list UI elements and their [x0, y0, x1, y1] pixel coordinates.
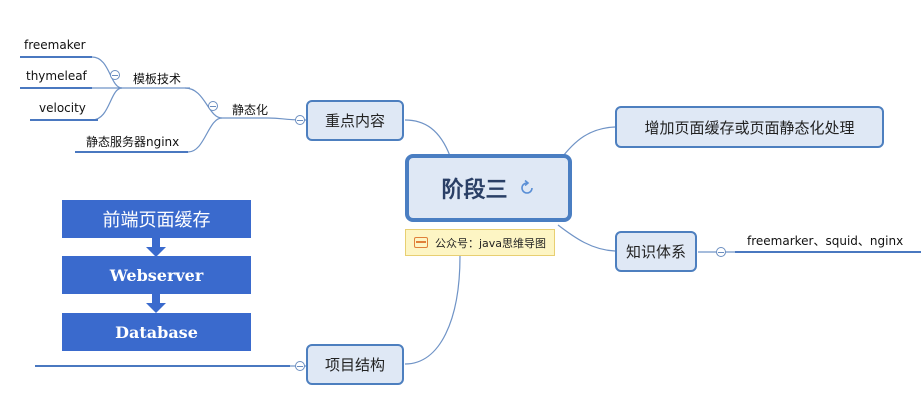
- root-title: 阶段三: [441, 178, 508, 203]
- root-node[interactable]: 阶段三: [405, 154, 572, 222]
- topic-key-content-label: 重点内容: [324, 112, 385, 130]
- leaf-static-server[interactable]: 静态服务器nginx: [86, 135, 180, 149]
- topic-knowledge[interactable]: 知识体系: [615, 231, 697, 272]
- stack-webserver: Webserver: [62, 256, 251, 294]
- leaf-thymeleaf[interactable]: thymeleaf: [26, 69, 87, 83]
- topic-knowledge-label: 知识体系: [625, 243, 686, 261]
- subtopic-static[interactable]: 静态化: [232, 103, 269, 117]
- topic-project-structure-label: 项目结构: [324, 356, 385, 374]
- stack-frontend-cache: 前端页面缓存: [62, 200, 251, 238]
- note-callout: 公众号：java思维导图: [405, 229, 555, 256]
- stack-database: Database: [62, 313, 251, 351]
- collapse-template-tech-toggle[interactable]: [110, 70, 120, 80]
- subtopic-template-tech[interactable]: 模板技术: [133, 72, 182, 86]
- arrow-down-icon: [146, 294, 166, 313]
- collapse-knowledge-toggle[interactable]: [716, 247, 726, 257]
- arrow-down-icon: [146, 238, 166, 257]
- topic-key-content[interactable]: 重点内容: [306, 100, 404, 141]
- collapse-static-toggle[interactable]: [208, 101, 218, 111]
- collapse-key-content-toggle[interactable]: [295, 115, 305, 125]
- topic-page-cache-label: 增加页面缓存或页面静态化处理: [644, 118, 855, 137]
- refresh-icon[interactable]: [518, 179, 536, 197]
- knowledge-detail: freemarker、squid、nginx: [747, 234, 904, 248]
- collapse-project-structure-toggle[interactable]: [295, 361, 305, 371]
- topic-page-cache[interactable]: 增加页面缓存或页面静态化处理: [615, 106, 884, 148]
- topic-project-structure[interactable]: 项目结构: [306, 344, 404, 385]
- leaf-velocity[interactable]: velocity: [39, 101, 86, 115]
- note-icon: [414, 237, 428, 248]
- note-text: 公众号：java思维导图: [435, 236, 547, 250]
- leaf-freemaker[interactable]: freemaker: [24, 38, 86, 52]
